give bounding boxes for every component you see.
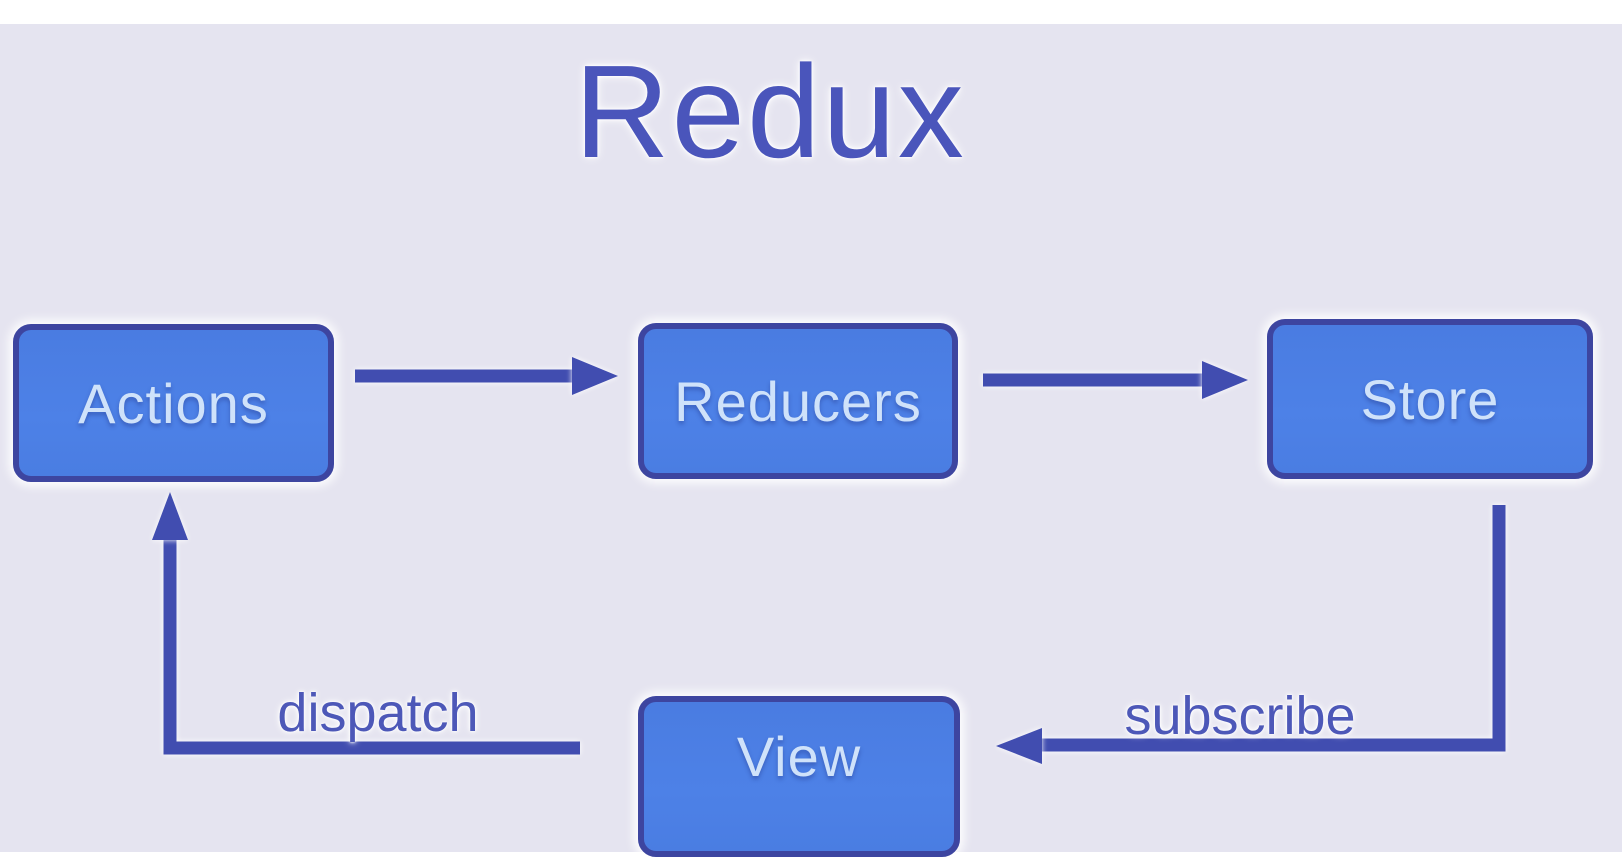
- edge-store-to-view-arrowhead-icon: [996, 728, 1042, 764]
- edge-view-to-actions-arrowhead-icon: [152, 492, 188, 540]
- node-store-label: Store: [1360, 367, 1500, 431]
- node-view: View: [638, 696, 960, 857]
- edge-label-subscribe: subscribe: [1124, 686, 1356, 746]
- node-actions: Actions: [13, 324, 334, 482]
- node-store: Store: [1267, 319, 1593, 479]
- edge-reducers-to-store: [983, 361, 1248, 399]
- diagram-title: Redux: [574, 38, 966, 185]
- edge-reducers-to-store-arrowhead-icon: [1202, 361, 1248, 399]
- node-actions-label: Actions: [78, 371, 269, 435]
- edge-label-dispatch: dispatch: [277, 683, 479, 743]
- node-reducers: Reducers: [638, 323, 958, 479]
- node-reducers-label: Reducers: [674, 369, 922, 433]
- diagram-canvas: Redux Actions Reducers Store View: [0, 24, 1622, 857]
- edge-actions-to-reducers: [355, 357, 618, 395]
- node-view-label: View: [736, 725, 862, 788]
- edge-actions-to-reducers-arrowhead-icon: [572, 357, 618, 395]
